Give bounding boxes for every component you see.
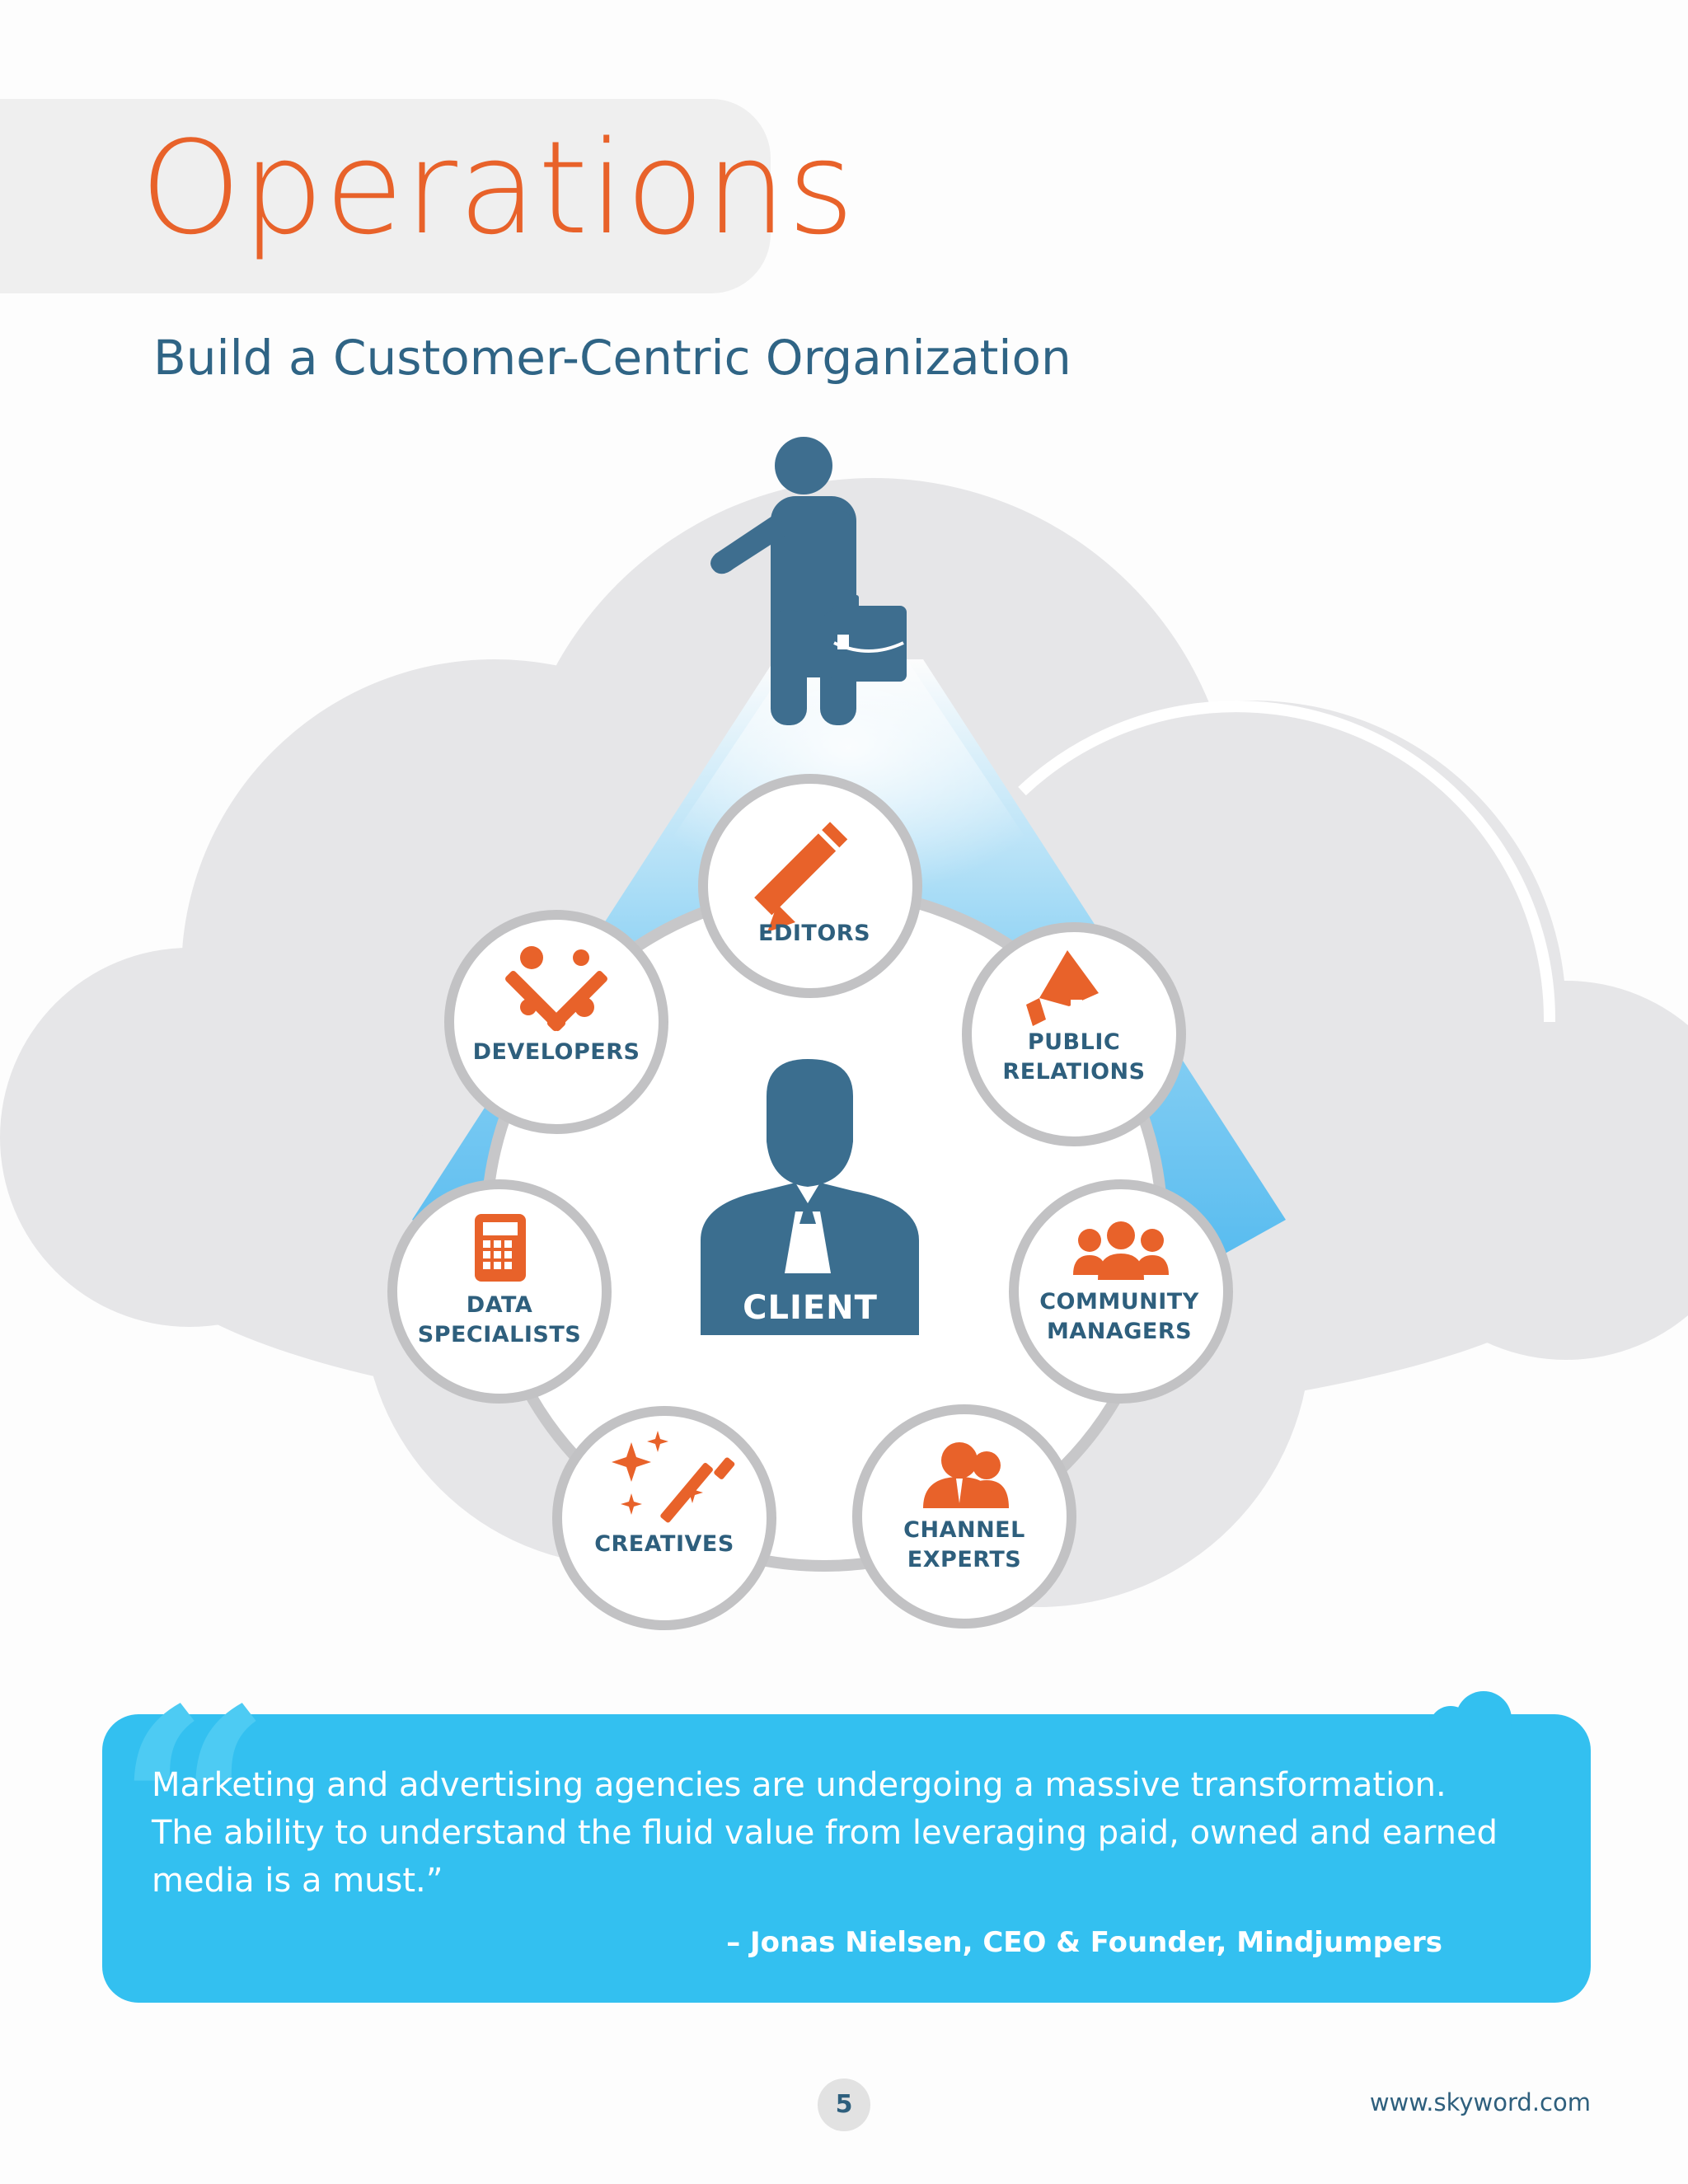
role-label-line1: COMMUNITY [1039,1289,1199,1315]
role-label-line1: DEVELOPERS [473,1039,640,1065]
organization-diagram: CLIENT EDITORS PUBLIC RELATIONS [0,437,1688,1630]
role-node-creatives: CREATIVES [552,1406,776,1630]
quote-box [102,1714,1591,2003]
cloud-outline-right [1018,701,1556,1023]
page-subtitle: Build a Customer-Centric Organization [153,330,1071,386]
client-person-icon [701,1059,919,1335]
page-title: Operations [140,113,856,263]
role-node-community-managers: COMMUNITY MANAGERS [1009,1179,1233,1404]
role-node-public-relations: PUBLIC RELATIONS [962,922,1186,1146]
role-label-line2: MANAGERS [1047,1319,1192,1344]
title-tab-background [0,99,771,293]
group-icon [1073,1221,1169,1280]
role-label-line1: PUBLIC [1028,1029,1120,1055]
role-label-line2: SPECIALISTS [418,1322,582,1347]
calculator-icon [475,1214,526,1282]
role-node-data-specialists: DATA SPECIALISTS [387,1179,612,1404]
quote-cloud-decoration [1426,1691,1517,1739]
magic-wand-icon [612,1431,735,1523]
role-node-editors: EDITORS [698,774,922,998]
people-pair-icon [923,1442,1009,1508]
quote-mark-icon: “ [115,1649,272,1969]
role-label-line1: CREATIVES [594,1531,734,1557]
role-label-line1: EDITORS [758,921,870,946]
tools-icon [505,946,607,1032]
quote-text: Marketing and advertising agencies are u… [152,1761,1503,1905]
role-label-line2: RELATIONS [1002,1059,1145,1085]
role-label-line2: EXPERTS [907,1547,1021,1572]
quote-line: media is a must.” [152,1862,443,1900]
megaphone-icon [1026,950,1099,1026]
role-label-line1: CHANNEL [903,1517,1025,1543]
page-number: 5 [818,2079,870,2131]
role-node-developers: DEVELOPERS [444,910,668,1134]
quote-author: – Jonas Nielsen, CEO & Founder, Mindjump… [726,1926,1442,1959]
quote-line: Marketing and advertising agencies are u… [152,1766,1447,1804]
role-node-channel-experts: CHANNEL EXPERTS [852,1404,1076,1629]
website-url: www.skyword.com [1369,2088,1591,2116]
client-label: CLIENT [743,1289,878,1327]
role-label-line1: DATA [467,1292,532,1318]
quote-line: The ability to understand the fluid valu… [152,1814,1498,1852]
businessman-briefcase-icon [710,437,907,725]
pencil-icon [754,822,848,932]
